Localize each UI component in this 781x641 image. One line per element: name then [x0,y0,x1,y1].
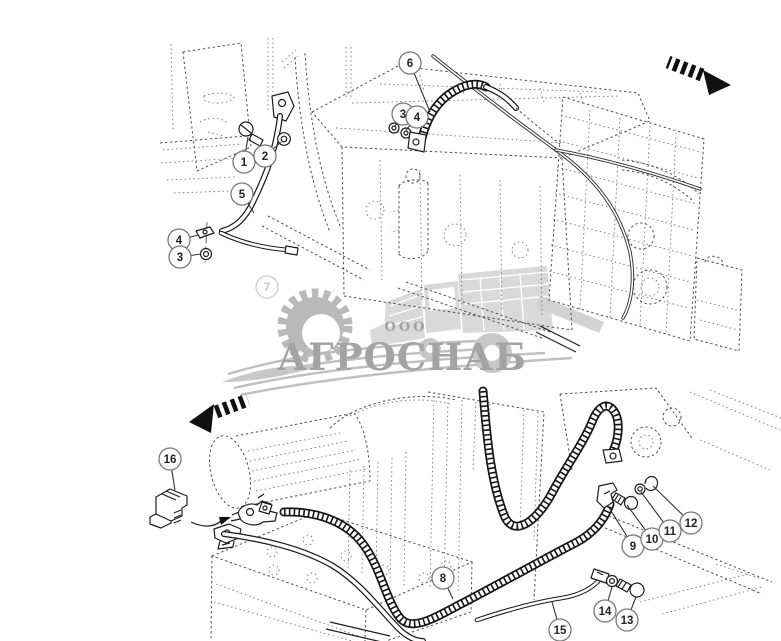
watermark-company-prefix: ООО [385,320,428,335]
callout-16: 16 [158,447,182,491]
svg-text:4: 4 [414,112,421,124]
svg-text:6: 6 [407,58,413,70]
callout-1: 1 [232,136,256,174]
watermark-company-name: АГРОСНАБ [277,335,527,379]
callout-8: 8 [431,566,455,600]
svg-text:3: 3 [400,109,406,121]
direction-arrow-left-icon [189,393,251,433]
svg-text:7: 7 [264,282,270,294]
svg-text:16: 16 [164,454,177,466]
svg-text:5: 5 [239,189,246,201]
direction-arrow-right-icon [665,55,731,95]
svg-text:9: 9 [630,541,636,553]
watermark-logo: ООО АГРОСНАБ [222,266,604,397]
callout-2: 2 [253,141,282,168]
upper-scene-drawing [159,38,743,353]
callout-5: 5 [230,182,255,214]
callout-12: 12 [652,485,703,535]
callout-11: 11 [640,491,682,543]
svg-text:13: 13 [621,615,634,627]
tractor-icon [370,266,604,373]
svg-text:4: 4 [176,235,183,247]
callout-4: 4 [405,105,429,131]
lower-scene-drawing [149,388,781,641]
callout-6: 6 [398,51,431,113]
callout-3: 3 [168,245,202,269]
svg-text:12: 12 [685,518,698,530]
svg-text:14: 14 [599,606,612,618]
svg-text:10: 10 [646,534,659,546]
gear-icon [277,288,353,364]
svg-text:3: 3 [177,252,183,264]
svg-text:2: 2 [262,151,268,163]
callout-9: 9 [607,505,645,558]
svg-text:15: 15 [554,625,567,637]
callout-4: 4 [167,228,199,252]
callout-14: 14 [593,586,617,623]
svg-text:1: 1 [241,157,248,169]
svg-text:11: 11 [664,526,677,538]
callout-15: 15 [548,601,572,641]
svg-text:8: 8 [440,573,447,585]
callout-10: 10 [626,504,664,551]
callout-13: 13 [615,596,639,632]
callout-7: 7 [255,275,279,299]
